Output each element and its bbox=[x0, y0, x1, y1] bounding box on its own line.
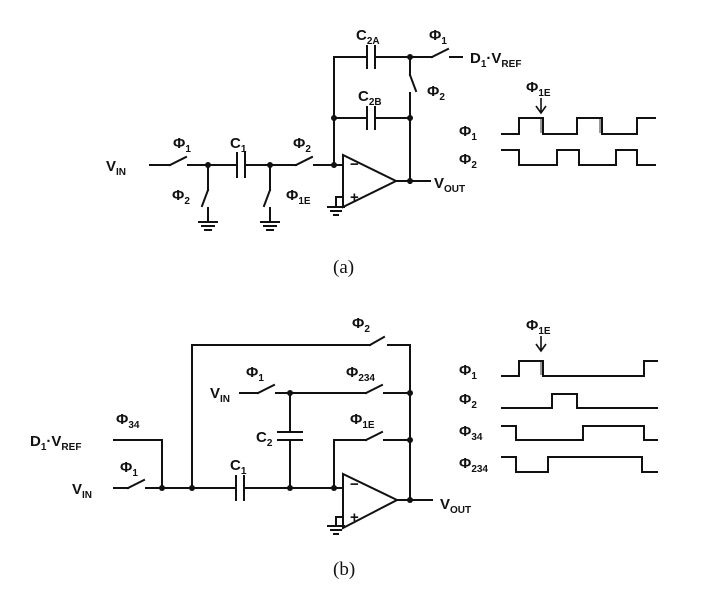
svg-text:Φ34: Φ34 bbox=[459, 423, 483, 443]
svg-text:+: + bbox=[350, 509, 359, 526]
svg-text:−: − bbox=[350, 476, 359, 493]
svg-text:VOUT: VOUT bbox=[434, 175, 465, 195]
svg-text:+: + bbox=[350, 189, 359, 206]
caption-b: (b) bbox=[333, 559, 355, 580]
svg-text:Φ1E: Φ1E bbox=[286, 187, 311, 207]
svg-text:VIN: VIN bbox=[72, 481, 92, 501]
svg-text:Φ2: Φ2 bbox=[172, 187, 190, 207]
svg-text:Φ234: Φ234 bbox=[346, 364, 375, 384]
svg-text:Φ1E: Φ1E bbox=[526, 79, 551, 99]
svg-text:C2: C2 bbox=[256, 429, 273, 449]
svg-text:−: − bbox=[350, 156, 359, 173]
caption-a: (a) bbox=[333, 257, 354, 278]
svg-text:Φ2: Φ2 bbox=[293, 135, 311, 155]
svg-text:VIN: VIN bbox=[106, 158, 126, 178]
svg-text:D1·VREF: D1·VREF bbox=[470, 50, 521, 70]
svg-text:Φ34: Φ34 bbox=[116, 411, 140, 431]
svg-text:VIN: VIN bbox=[210, 385, 230, 405]
svg-text:Φ1: Φ1 bbox=[459, 123, 477, 143]
svg-text:Φ2: Φ2 bbox=[459, 151, 477, 171]
svg-text:Φ2: Φ2 bbox=[427, 83, 445, 103]
panel-a-circuit bbox=[149, 45, 463, 231]
svg-text:Φ2: Φ2 bbox=[459, 391, 477, 411]
svg-text:Φ2: Φ2 bbox=[352, 315, 370, 335]
svg-text:Φ1: Φ1 bbox=[120, 459, 138, 479]
svg-text:C1: C1 bbox=[230, 457, 247, 477]
svg-text:Φ1: Φ1 bbox=[459, 362, 477, 382]
svg-text:C2B: C2B bbox=[358, 88, 382, 108]
svg-text:Φ1E: Φ1E bbox=[350, 411, 375, 431]
panel-b-circuit bbox=[113, 335, 433, 535]
panel-a-labels: VIN Φ1 C1 Φ2 Φ2 Φ1E C2A C2B Φ1 D1·VREF Φ… bbox=[106, 27, 521, 207]
svg-text:C2A: C2A bbox=[356, 27, 380, 47]
panel-b-timing: Φ1E Φ1 Φ2 Φ34 Φ234 bbox=[459, 317, 658, 475]
svg-text:D1·VREF: D1·VREF bbox=[30, 433, 81, 453]
svg-text:Φ1: Φ1 bbox=[246, 364, 264, 384]
panel-a-timing: Φ1E Φ1 Φ2 bbox=[459, 79, 656, 171]
panel-b-labels: Φ2 VIN Φ1 Φ234 C2 Φ1E Φ34 D1·VREF Φ1 VIN… bbox=[30, 315, 471, 526]
svg-text:Φ1E: Φ1E bbox=[526, 317, 551, 337]
svg-text:VOUT: VOUT bbox=[440, 496, 471, 516]
svg-text:C1: C1 bbox=[230, 135, 247, 155]
svg-text:Φ1: Φ1 bbox=[173, 135, 191, 155]
svg-text:Φ1: Φ1 bbox=[429, 27, 447, 47]
svg-text:Φ234: Φ234 bbox=[459, 455, 488, 475]
